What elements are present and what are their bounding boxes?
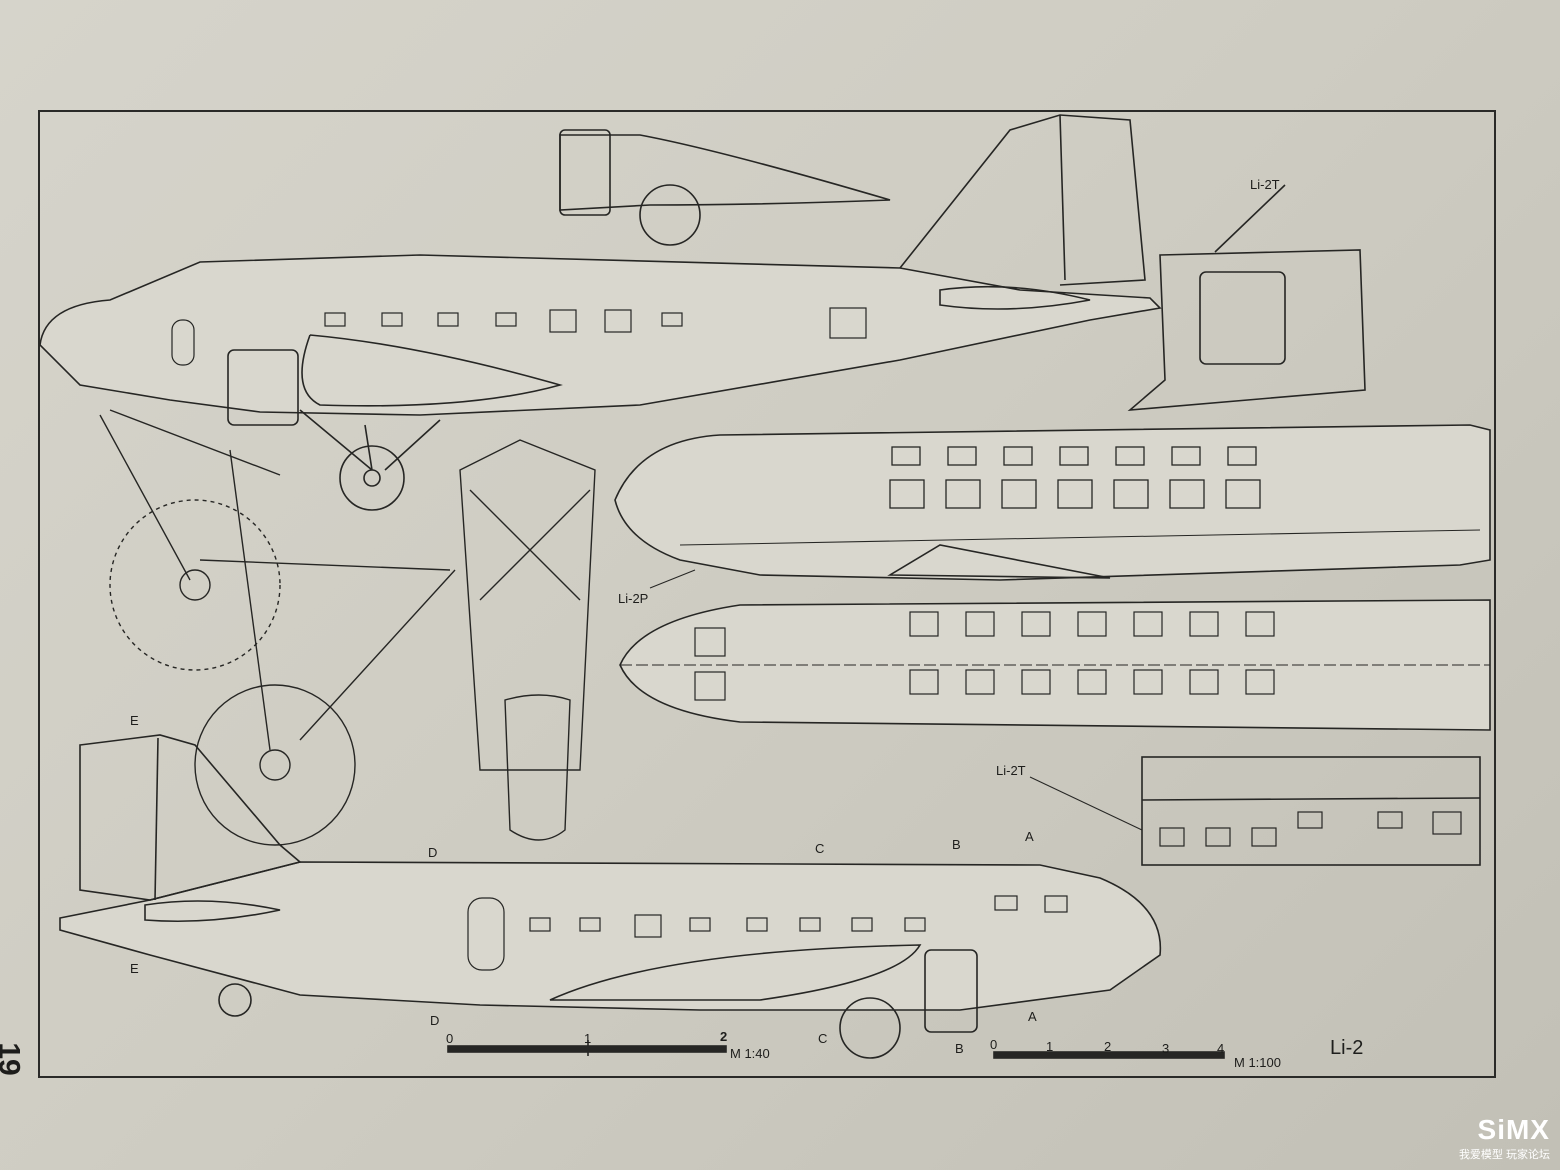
section-mark-c: C (815, 841, 825, 856)
watermark-logo: SiMX (1477, 1114, 1550, 1145)
drawing-frame (38, 110, 1496, 1078)
scale-1-100-tick-3: 3 (1162, 1041, 1170, 1056)
section-mark-e: E (130, 961, 139, 976)
section-mark-c: C (818, 1031, 828, 1046)
li2t-interior-detail-bottom (1029, 756, 1481, 866)
li2t-label-bottom: Li-2T (996, 763, 1026, 778)
side-view-upper (39, 114, 1162, 511)
scale-bar-1-100 (993, 1051, 1225, 1059)
scale-1-100-tick-1: 1 (1046, 1039, 1054, 1054)
section-mark-a: A (1025, 829, 1034, 844)
scale-bar-1-40 (447, 1040, 727, 1056)
page-number: 19 (0, 1042, 26, 1076)
section-mark-a: A (1028, 1009, 1037, 1024)
li2t-label-top: Li-2T (1250, 177, 1280, 192)
scale-1-100-label: M 1:100 (1234, 1055, 1281, 1070)
section-mark-e: E (130, 713, 139, 728)
section-mark-d: D (430, 1013, 440, 1028)
li2t-door-detail-top (1127, 184, 1366, 412)
scale-1-100-tick-4: 4 (1217, 1041, 1225, 1056)
cabin-plan-view (619, 569, 1491, 731)
drawing-title: Li-2 (1330, 1037, 1364, 1059)
scale-1-100-tick-2: 2 (1104, 1039, 1112, 1054)
scale-1-40-tick-2: 2 (720, 1029, 728, 1044)
li2p-label: Li-2P (618, 591, 649, 606)
watermark-subtitle: 我爱模型 玩家论坛 (1458, 1149, 1550, 1161)
side-view-lower (59, 734, 1162, 1059)
cabin-side-section (614, 424, 1491, 581)
section-mark-d: D (428, 845, 438, 860)
scale-1-40-tick-1: 1 (584, 1031, 592, 1046)
scale-1-40-tick-0: 0 (446, 1031, 454, 1046)
section-mark-b: B (952, 837, 961, 852)
scale-1-100-tick-0: 0 (990, 1037, 998, 1052)
landing-gear-mechanism (99, 409, 596, 846)
watermark: SiMX 我爱模型 玩家论坛 (1459, 1114, 1550, 1162)
section-mark-b: B (955, 1041, 964, 1056)
scale-1-40-label: M 1:40 (730, 1046, 770, 1061)
